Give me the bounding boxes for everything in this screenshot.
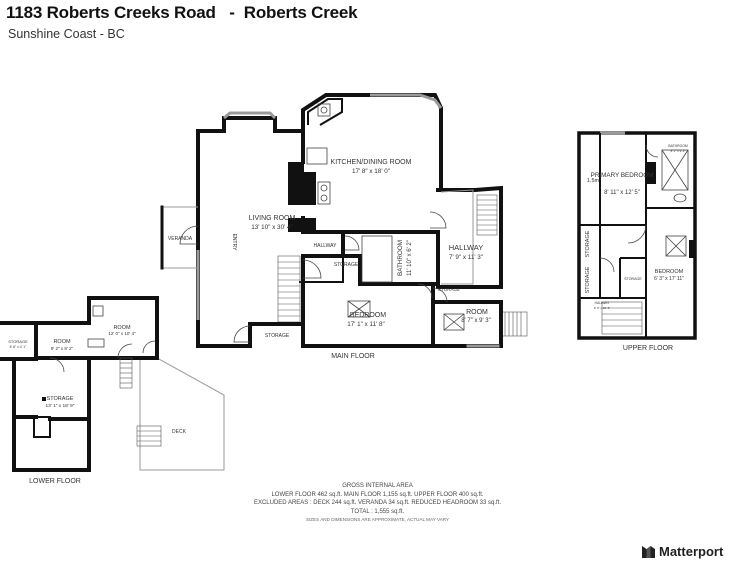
lower-floor-label: LOWER FLOOR bbox=[29, 478, 81, 485]
lower-room-left-dims: 9' 2" x 8' 2" bbox=[51, 346, 74, 351]
lower-storage-big-label: STORAGE bbox=[47, 396, 74, 402]
upper-floor-label: UPPER FLOOR bbox=[623, 345, 673, 352]
living-room-label: LIVING ROOM bbox=[249, 215, 296, 222]
kitchen-dims: 17' 8" x 18' 0" bbox=[352, 168, 390, 175]
summary-disclaimer: SIZES AND DIMENSIONS ARE APPROXIMATE, AC… bbox=[305, 517, 450, 522]
upper-hallway-dims: 9' 9" x 10' 3" bbox=[594, 306, 610, 310]
storage-left-label: STORAGE bbox=[265, 333, 290, 339]
lower-room-right-label: ROOM bbox=[113, 325, 131, 331]
storage-right-label: STORAGE bbox=[438, 287, 460, 292]
bathroom-label: BATHROOM bbox=[397, 240, 404, 276]
lower-room-left-label: ROOM bbox=[53, 339, 71, 345]
primary-bedroom-dims: 8' 11" x 12' 5" bbox=[604, 190, 640, 196]
upper-bathroom-dims: 8' 1" x 9' 4" bbox=[671, 149, 686, 153]
ceiling-height-mark: 1.5m bbox=[587, 178, 600, 184]
storage-mid-label: STORAGE bbox=[334, 262, 359, 268]
summary-total: TOTAL : 1,555 sq.ft. bbox=[350, 508, 405, 515]
summary-title: GROSS INTERNAL AREA bbox=[342, 483, 413, 489]
lower-storage-small-label: STORAGE bbox=[8, 339, 28, 344]
upper-bedroom-label: BEDROOM bbox=[655, 269, 684, 275]
matterport-logo-icon bbox=[642, 546, 655, 558]
bedroom-main-label: BEDROOM bbox=[350, 312, 386, 319]
veranda-label: VERANDA bbox=[168, 236, 193, 242]
lower-floor-plan: STORAGE 6' 6" x 4' 1" ROOM 9' 2" x 8' 2"… bbox=[0, 296, 225, 485]
listing-title: 1183 Roberts Creeks Road - Roberts Creek bbox=[6, 3, 358, 22]
hallway-right-dims: 7' 9" x 11' 3" bbox=[449, 254, 483, 261]
upper-bathroom-label: BATHROOM bbox=[668, 144, 688, 148]
matterport-logo: Matterport bbox=[642, 544, 723, 559]
upper-storage-1-label: STORAGE bbox=[585, 230, 591, 257]
hallway-small-label: HALLWAY bbox=[314, 243, 338, 249]
kitchen-label: KITCHEN/DINING ROOM bbox=[331, 159, 412, 166]
summary-excluded-areas: EXCLUDED AREAS : DECK 244 sq.ft. VERANDA… bbox=[253, 500, 502, 506]
main-floor-label: MAIN FLOOR bbox=[331, 353, 375, 360]
upper-storage-3-label: STORAGE bbox=[624, 277, 642, 281]
main-floor-plan: KITCHEN/DINING ROOM 17' 8" x 18' 0" LIVI… bbox=[160, 93, 528, 360]
summary-floor-areas: LOWER FLOOR 462 sq.ft. MAIN FLOOR 1,155 … bbox=[271, 491, 484, 498]
hallway-right-label: HALLWAY bbox=[449, 243, 483, 252]
bedroom-main-dims: 17' 1" x 11' 8" bbox=[347, 321, 385, 328]
upper-bedroom-dims: 6' 3" x 17' 11" bbox=[654, 276, 684, 282]
bathroom-dims: 11' 10" x 6' 2" bbox=[407, 240, 413, 276]
upper-hallway-label: HALLWAY bbox=[595, 301, 611, 305]
lower-room-right-dims: 12' 0" x 10' 4" bbox=[108, 331, 136, 336]
living-room-dims: 13' 10" x 30' 4" bbox=[251, 224, 293, 231]
room-right-label: ROOM bbox=[466, 309, 488, 316]
deck-label: DECK bbox=[172, 429, 187, 435]
listing-subtitle: Sunshine Coast - BC bbox=[8, 27, 125, 41]
entry-label: ENTRY bbox=[231, 234, 237, 252]
primary-bedroom-label: PRIMARY BEDROOM bbox=[591, 172, 654, 179]
area-summary: GROSS INTERNAL AREA LOWER FLOOR 462 sq.f… bbox=[200, 482, 555, 525]
matterport-logo-text: Matterport bbox=[659, 544, 724, 559]
room-right-dims: 8' 7" x 9' 3" bbox=[461, 318, 491, 324]
lower-storage-big-dims: 13' 1" x 18' 9" bbox=[46, 403, 75, 409]
upper-storage-2-label: STORAGE bbox=[585, 266, 591, 293]
lower-storage-small-dims: 6' 6" x 4' 1" bbox=[10, 345, 28, 349]
upper-floor-plan: PRIMARY BEDROOM 8' 11" x 12' 5" 1.5m BED… bbox=[577, 131, 697, 352]
